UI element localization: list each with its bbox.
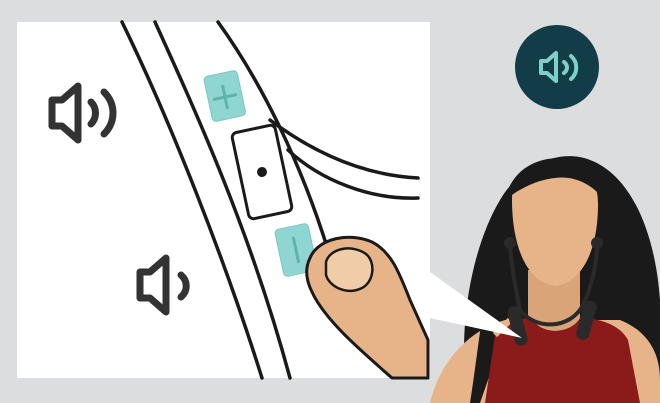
right-earbud bbox=[591, 237, 603, 249]
person bbox=[430, 156, 660, 403]
left-earbud bbox=[504, 237, 516, 249]
status-badge bbox=[515, 25, 599, 109]
fingernail bbox=[326, 248, 372, 290]
